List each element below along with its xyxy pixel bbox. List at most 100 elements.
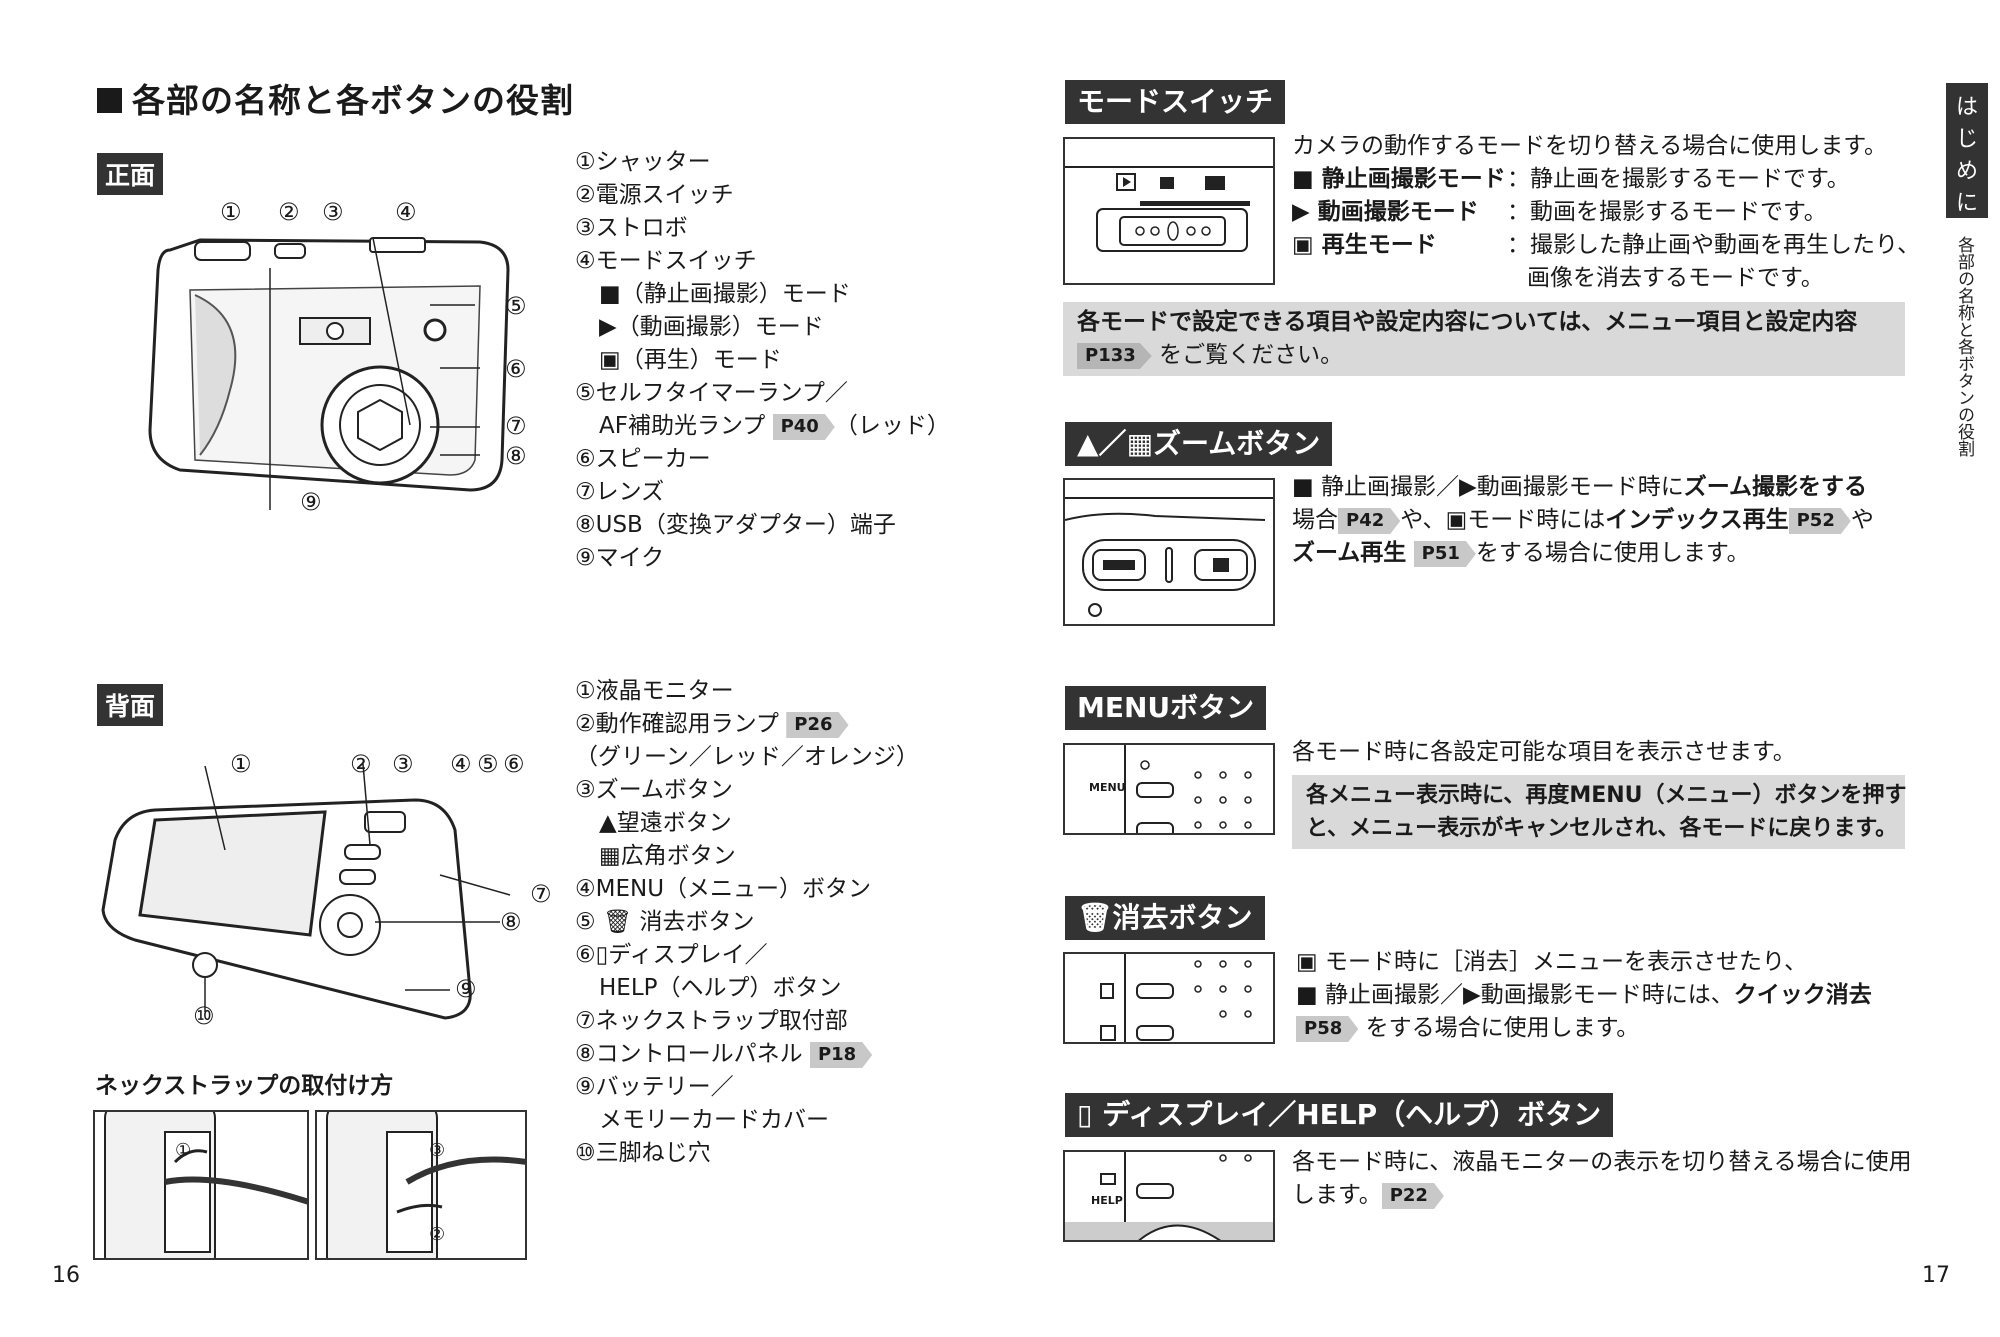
page-ref: P51 — [1413, 541, 1476, 567]
back-callout-6: ⑥ — [503, 750, 525, 778]
strap-step-3: ③ — [429, 1140, 446, 1161]
list-item: ▲望遠ボタン — [599, 810, 732, 836]
back-callout-2: ② — [350, 750, 372, 778]
front-callout-5: ⑤ — [505, 292, 527, 320]
page-ref: P58 — [1296, 1016, 1359, 1042]
display-header: ▯ ディスプレイ／HELP（ヘルプ）ボタン — [1065, 1093, 1614, 1137]
list-item: ⑤ 🗑 消去ボタン — [575, 909, 755, 935]
delete-header: 🗑消去ボタン — [1065, 896, 1265, 940]
back-camera-figure: ① ② ③ ④ ⑤ ⑥ ⑦ ⑧ ⑨ ⑩ — [95, 750, 565, 1040]
mode-switch-drawing — [1065, 166, 1273, 252]
display-text: 各モード時に、液晶モニターの表示を切り替える場合に使用 します。P22 — [1292, 1149, 1912, 1209]
tele-icon: ▲ — [1077, 427, 1099, 460]
trash-icon: 🗑 — [1077, 901, 1113, 934]
back-callout-4: ④ — [450, 750, 472, 778]
front-callout-1: ① — [220, 198, 242, 226]
zoom-drawing — [1065, 497, 1273, 617]
list-item: ⑨バッテリー／ — [575, 1074, 734, 1100]
wide-icon: ▦ — [1126, 427, 1154, 460]
mode-row: ▶ 動画撮影モード：動画を撮影するモードです。 — [1292, 199, 1827, 225]
menu-fig-label: MENU — [1089, 781, 1126, 794]
strap-drawing-2 — [326, 1112, 525, 1258]
list-item: ▣（再生）モード — [599, 347, 782, 373]
back-callout-7: ⑦ — [530, 880, 552, 908]
list-item: ■（静止画撮影）モード — [599, 281, 851, 307]
list-item: ③ズームボタン — [575, 777, 733, 803]
camera-icon: ■ — [1292, 474, 1314, 500]
page-ref: P26 — [786, 712, 849, 738]
back-callout-8: ⑧ — [500, 908, 522, 936]
tele-icon: ▲ — [599, 810, 617, 836]
back-label: 背面 — [97, 684, 164, 726]
list-item: ①シャッター — [575, 149, 711, 175]
page-ref: P22 — [1381, 1183, 1444, 1209]
movie-camera-icon: ▶ — [1292, 199, 1310, 225]
page-number-right: 17 — [1922, 1263, 1950, 1288]
mode-switch-text: カメラの動作するモードを切り替える場合に使用します。 ■ 静止画撮影モード：静止… — [1292, 133, 1921, 291]
camera-icon: ■ — [1292, 166, 1314, 192]
menu-header: MENUボタン — [1065, 686, 1267, 730]
back-camera-drawing — [101, 763, 511, 1020]
list-item: ①液晶モニター — [575, 678, 734, 704]
list-item: ⑥▯ディスプレイ／ — [575, 942, 768, 968]
movie-camera-icon: ▶ — [1459, 474, 1477, 500]
square-bullet-icon — [97, 88, 122, 113]
page-ref: P18 — [809, 1042, 873, 1068]
back-callout-3: ③ — [392, 750, 414, 778]
chapter-tab: は じ め に — [1946, 83, 1988, 218]
front-callout-6: ⑥ — [505, 355, 527, 383]
list-item: ▶（動画撮影）モード — [599, 314, 824, 340]
back-callout-1: ① — [230, 750, 252, 778]
front-parts-list: ①シャッター ②電源スイッチ ③ストロボ ④モードスイッチ ■（静止画撮影）モー… — [575, 146, 950, 575]
front-callout-8: ⑧ — [505, 442, 527, 470]
list-item: ⑧USB（変換アダプター）端子 — [575, 512, 896, 538]
strap-title: ネックストラップの取付け方 — [95, 1073, 394, 1099]
list-item: ⑤セルフタイマーランプ／ — [575, 380, 848, 406]
camera-icon: ■ — [599, 281, 621, 307]
list-item: AF補助光ランプ P40（レッド） — [599, 413, 950, 440]
front-callout-3: ③ — [322, 198, 344, 226]
list-item: HELP（ヘルプ）ボタン — [599, 975, 842, 1001]
delete-figure — [1063, 952, 1275, 1044]
strap-figure-1: ① — [93, 1110, 309, 1260]
front-callout-2: ② — [278, 198, 300, 226]
zoom-header: ▲／▦ズームボタン — [1065, 422, 1333, 466]
menu-note: 各メニュー表示時に、再度MENU（メニュー）ボタンを押す と、メニュー表示がキャ… — [1292, 775, 1907, 849]
back-parts-list: ①液晶モニター ②動作確認用ランプ P26 （グリーン／レッド／オレンジ） ③ズ… — [575, 675, 919, 1170]
playback-icon: ▣ — [1296, 949, 1318, 975]
front-camera-drawing — [148, 237, 510, 510]
front-callout-7: ⑦ — [505, 412, 527, 440]
list-item: ⑦ネックストラップ取付部 — [575, 1008, 848, 1034]
mode-row: ▣ 再生モード：撮影した静止画や動画を再生したり、 — [1292, 232, 1921, 258]
menu-drawing — [1124, 745, 1252, 833]
mode-switch-header: モードスイッチ — [1065, 80, 1286, 124]
front-callout-4: ④ — [395, 198, 417, 226]
list-item: ②動作確認用ランプ P26 — [575, 708, 919, 741]
delete-drawing — [1100, 954, 1252, 1042]
page-title: 各部の名称と各ボタンの役割 — [97, 74, 574, 122]
page-ref: P52 — [1788, 508, 1851, 534]
front-label: 正面 — [97, 153, 164, 195]
back-callout-9: ⑨ — [455, 975, 477, 1003]
strap-step-1: ① — [175, 1140, 192, 1161]
delete-text: ▣ モード時に［消去］メニューを表示させたり、 ■ 静止画撮影／▶動画撮影モード… — [1296, 949, 1872, 1042]
page-ref: P42 — [1338, 508, 1401, 534]
trash-icon: 🗑 — [602, 909, 633, 935]
list-item: ⑧コントロールパネル P18 — [575, 1038, 919, 1071]
movie-camera-icon: ▶ — [1463, 982, 1481, 1008]
section-side-label: 各部の名称と各ボタンの役割 — [1954, 236, 1974, 457]
zoom-figure — [1063, 478, 1275, 626]
list-item: ③ストロボ — [575, 215, 688, 241]
strap-step-2: ② — [429, 1224, 446, 1245]
strap-figure-2: ③ ② — [315, 1110, 527, 1260]
back-callout-10: ⑩ — [193, 1002, 215, 1030]
list-item: ⑥スピーカー — [575, 446, 711, 472]
menu-text: 各モード時に各設定可能な項目を表示させます。 — [1292, 739, 1796, 765]
playback-icon: ▣ — [1445, 507, 1468, 533]
movie-camera-icon: ▶ — [599, 314, 617, 340]
front-callout-9: ⑨ — [300, 488, 322, 516]
page-ref: P40 — [772, 414, 835, 440]
front-camera-figure: ① ② ③ ④ ⑤ ⑥ ⑦ ⑧ ⑨ — [140, 190, 560, 520]
list-item: ⑨マイク — [575, 545, 665, 571]
display-drawing — [1065, 1152, 1273, 1240]
